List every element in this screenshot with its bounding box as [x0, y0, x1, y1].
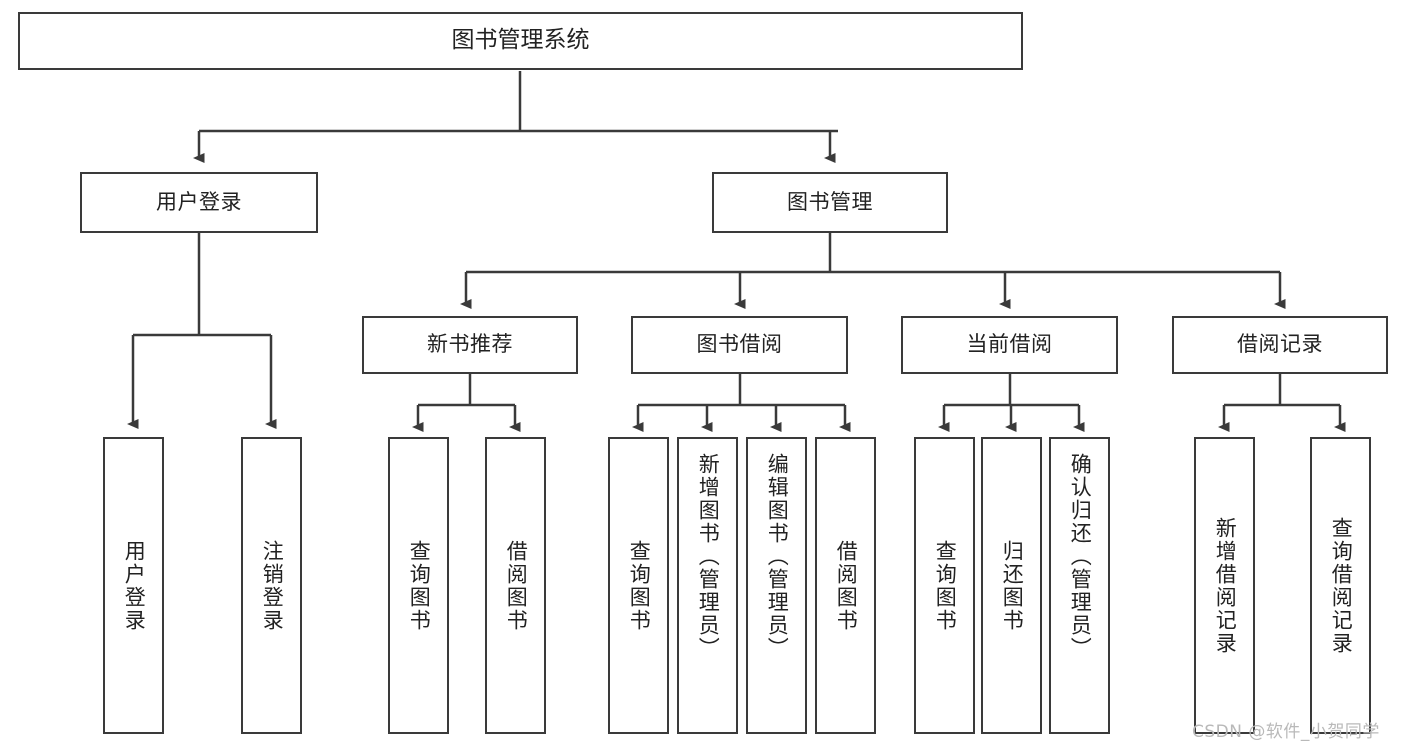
leaf-new-book-query[interactable]: 查询图书 — [388, 437, 449, 734]
leaf-borrow-add-book[interactable]: 新增图书（管理员） — [677, 437, 738, 734]
node-user-login[interactable]: 用户登录 — [80, 172, 318, 233]
leaf-new-book-borrow[interactable]: 借阅图书 — [485, 437, 546, 734]
node-current-borrow[interactable]: 当前借阅 — [901, 316, 1118, 374]
leaf-current-confirm-return-label: 确认归还（管理员） — [1068, 453, 1093, 660]
node-book-borrow-label: 图书借阅 — [696, 332, 783, 357]
node-book-management[interactable]: 图书管理 — [712, 172, 948, 233]
leaf-current-return-book[interactable]: 归还图书 — [981, 437, 1042, 734]
node-book-borrow[interactable]: 图书借阅 — [631, 316, 848, 374]
node-root[interactable]: 图书管理系统 — [18, 12, 1023, 70]
node-new-book-recommend-label: 新书推荐 — [427, 332, 513, 357]
leaf-borrow-borrow-book-label: 借阅图书 — [834, 539, 859, 632]
leaf-record-query-label: 查询借阅记录 — [1329, 516, 1354, 655]
csdn-watermark: CSDN @软件_小贺同学 — [1192, 722, 1380, 742]
leaf-borrow-query-book-label: 查询图书 — [627, 539, 652, 632]
leaf-borrow-borrow-book[interactable]: 借阅图书 — [815, 437, 876, 734]
node-current-borrow-label: 当前借阅 — [966, 332, 1053, 357]
leaf-record-add-label: 新增借阅记录 — [1213, 516, 1238, 655]
leaf-current-confirm-return[interactable]: 确认归还（管理员） — [1049, 437, 1110, 734]
leaf-record-add[interactable]: 新增借阅记录 — [1194, 437, 1255, 734]
leaf-record-query[interactable]: 查询借阅记录 — [1310, 437, 1371, 734]
node-book-management-label: 图书管理 — [787, 189, 873, 214]
node-new-book-recommend[interactable]: 新书推荐 — [362, 316, 578, 374]
node-root-label: 图书管理系统 — [451, 27, 590, 54]
node-user-login-label: 用户登录 — [156, 189, 242, 214]
leaf-user-login[interactable]: 用户登录 — [103, 437, 164, 734]
leaf-borrow-edit-book[interactable]: 编辑图书（管理员） — [746, 437, 807, 734]
leaf-borrow-add-book-label: 新增图书（管理员） — [696, 453, 721, 660]
leaf-logout-label: 注销登录 — [260, 539, 285, 632]
leaf-borrow-edit-book-label: 编辑图书（管理员） — [765, 453, 790, 660]
leaf-current-query-book[interactable]: 查询图书 — [914, 437, 975, 734]
leaf-new-book-borrow-label: 借阅图书 — [504, 539, 529, 632]
leaf-user-login-label: 用户登录 — [122, 539, 147, 632]
leaf-current-query-book-label: 查询图书 — [933, 539, 958, 632]
leaf-borrow-query-book[interactable]: 查询图书 — [608, 437, 669, 734]
leaf-current-return-book-label: 归还图书 — [1000, 539, 1025, 632]
node-borrow-record[interactable]: 借阅记录 — [1172, 316, 1388, 374]
node-borrow-record-label: 借阅记录 — [1237, 332, 1323, 357]
leaf-logout[interactable]: 注销登录 — [241, 437, 302, 734]
leaf-new-book-query-label: 查询图书 — [407, 539, 432, 632]
